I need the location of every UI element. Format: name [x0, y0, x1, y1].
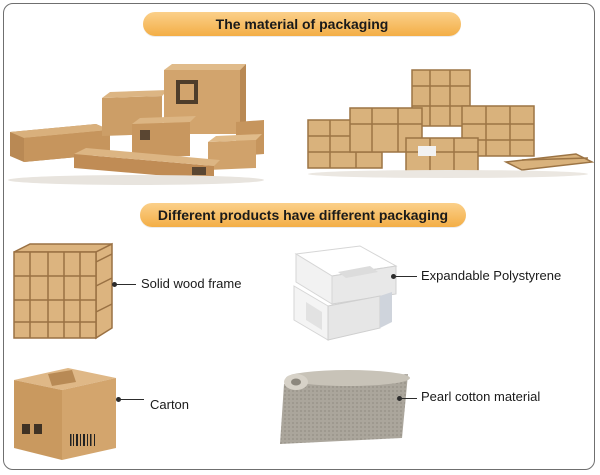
pearl-cotton-label: Pearl cotton material	[421, 389, 541, 404]
section-title: Different products have different packag…	[157, 207, 449, 223]
section-banner: Different products have different packag…	[140, 203, 466, 227]
header-title: The material of packaging	[215, 16, 389, 32]
polystyrene-photo	[276, 242, 398, 348]
pearl-cotton-connector	[399, 398, 417, 399]
carton-photo	[8, 366, 120, 464]
header-banner: The material of packaging	[143, 12, 461, 36]
wooden-crates-photo	[300, 66, 594, 178]
cardboard-boxes-photo	[6, 62, 272, 186]
polystyrene-label: Expandable Polystyrene	[421, 268, 562, 283]
carton-label: Carton	[150, 397, 190, 412]
wood-frame-label: Solid wood frame	[141, 276, 242, 291]
wood-frame-connector	[114, 284, 136, 285]
pearl-cotton-photo	[276, 366, 412, 446]
carton-connector	[118, 399, 144, 400]
wood-frame-photo	[8, 242, 118, 344]
polystyrene-connector	[393, 276, 417, 277]
infographic-frame: The material of packaging	[3, 3, 595, 470]
